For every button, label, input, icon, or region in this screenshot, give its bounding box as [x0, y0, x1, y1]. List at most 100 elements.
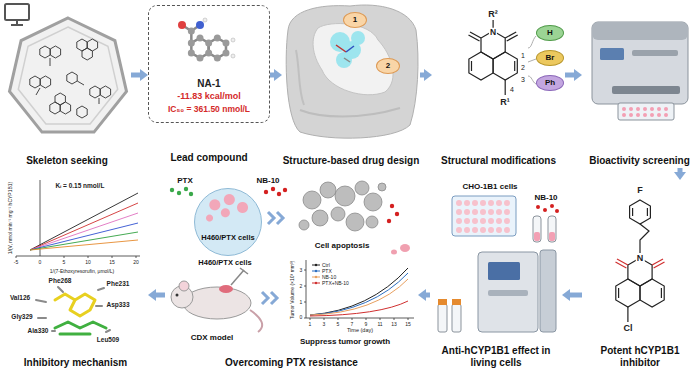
text-label: CDX model [191, 334, 234, 342]
legend-text: PTX+NB-10 [322, 281, 349, 286]
text-label: 20 [133, 260, 139, 265]
callout-oval: 2 [376, 58, 400, 74]
legend-marker [315, 270, 317, 272]
text-label: 5 [63, 260, 66, 265]
stage-panel: Structural modificationsHBrPh [432, 2, 565, 168]
lineweaver-plot [16, 180, 140, 258]
flow-arrow [420, 69, 432, 81]
legend-sample [312, 265, 320, 266]
mouse-model [171, 268, 262, 332]
stage-label: Inhibitory mechanism [3, 357, 148, 369]
legend-marker [315, 276, 317, 278]
text-label: R² [488, 10, 498, 19]
node-text: Br [546, 54, 555, 62]
stage-panel: Bioactivity screening [582, 2, 697, 168]
text-label: 7 [351, 322, 354, 327]
apoptosis-cells [299, 181, 386, 231]
text-label: 5 [337, 322, 340, 327]
inhibitor-structure [616, 200, 665, 322]
arrow-head [140, 69, 148, 81]
legend-marker [315, 282, 317, 284]
legend-marker [315, 264, 317, 266]
text-label: 3 [300, 268, 303, 273]
legend-text: NB-10 [322, 275, 336, 280]
legend-sample [312, 271, 320, 272]
legend-sample [312, 277, 320, 278]
stage-panel: Structure-based drug design 1 2 [282, 2, 420, 168]
stage-label: Structure-based drug design [282, 155, 420, 167]
lead-text: Lead compound [149, 152, 269, 163]
arrow-head [424, 69, 432, 81]
ball-stick-molecule [178, 18, 235, 62]
text-label: -5 [14, 260, 18, 265]
chevrons [262, 212, 283, 304]
text-label: Cell apoptosis [315, 242, 370, 250]
text-label: NB-10 [256, 177, 279, 185]
text-label: Phe268 [48, 278, 73, 285]
text-label: 4 [510, 86, 514, 93]
flow-arrow [148, 289, 165, 301]
stage-label: Potent hCYP1B1 inhibitor [582, 345, 698, 368]
arrow-head [562, 289, 570, 301]
flow-arrow [418, 289, 430, 301]
node-text: 2 [386, 62, 390, 70]
stage-panel: Anti-hCYP1B1 effect in living cells [430, 180, 562, 370]
text-label: 1 [300, 300, 303, 305]
flow-arrow [131, 69, 148, 81]
arrow-head [274, 69, 282, 81]
text-label: Suppress tumor growth [300, 338, 390, 346]
cell-circle: H460/PTX cells [194, 188, 262, 256]
text-label: 10 [85, 260, 91, 265]
text-label: Phe231 [106, 281, 131, 288]
text-label: R¹ [500, 98, 510, 107]
naphthalimide-scaffold [469, 20, 518, 95]
text-label: 3 [521, 76, 525, 83]
text-label: N [489, 28, 497, 37]
callout-oval: 1 [343, 12, 367, 28]
text-label: Leu509 [96, 337, 120, 344]
text-label: 15 [109, 260, 115, 265]
text-label: Kᵢ = 0.15 nmol/L [55, 183, 106, 190]
cell-assay [438, 196, 559, 332]
text-label: Ala330 [27, 328, 50, 335]
text-label: CHO-1B1 cells [462, 183, 517, 191]
text-label: Gly329 [10, 314, 33, 321]
text-label: 13 [391, 322, 397, 327]
lead-text: NA-1 [149, 78, 269, 89]
text-label: Asp333 [105, 302, 130, 309]
text-label: 1/(7-Ethoxyresorufin, μmol/L) [50, 269, 115, 274]
text-label: F [636, 186, 644, 195]
lead-text: -11.83 kcal/mol [149, 92, 269, 102]
stage-label: Overcoming PTX resistance [165, 357, 418, 369]
text-label: 9 [365, 322, 368, 327]
axis-title: 1/(V, nmol min⁻¹ mg⁻¹ hCYP1B1) [8, 182, 13, 254]
stage-panel: Potent hCYP1B1 inhibitor [582, 180, 698, 370]
node-text: H [547, 29, 553, 37]
text-label: N [636, 254, 645, 263]
protein-pocket [286, 5, 418, 138]
legend-text: Ctrl [322, 263, 330, 268]
legend-text: PTX [322, 269, 332, 274]
node-text: 1 [353, 16, 357, 24]
axis-title: Tumor Volume (×10³ mm³) [290, 261, 295, 320]
heptagon [10, 18, 127, 132]
arrow-shaft [568, 293, 582, 298]
arrow-head [574, 69, 582, 81]
arrow-head [418, 289, 426, 301]
stage-panel: Skeleton seeking [3, 2, 131, 168]
molecule-sketches [30, 39, 111, 118]
text-label: 2 [521, 64, 525, 71]
text-label: H460/PTX cells [198, 259, 251, 267]
tumor-chart [304, 260, 414, 320]
text-label: Time (day) [347, 328, 373, 334]
text-label: PTX [177, 177, 193, 185]
text-label: 11 [377, 322, 382, 327]
stage-label: Structural modifications [432, 155, 565, 167]
text-label: 2 [300, 284, 303, 289]
stage-label: Anti-hCYP1B1 effect in living cells [430, 345, 562, 368]
lead-text: IC₅₀ = 361.50 nmol/L [149, 105, 269, 114]
stage-label: Skeleton seeking [3, 155, 131, 167]
flow-arrow [565, 69, 582, 81]
text-label: 15 [405, 322, 411, 327]
